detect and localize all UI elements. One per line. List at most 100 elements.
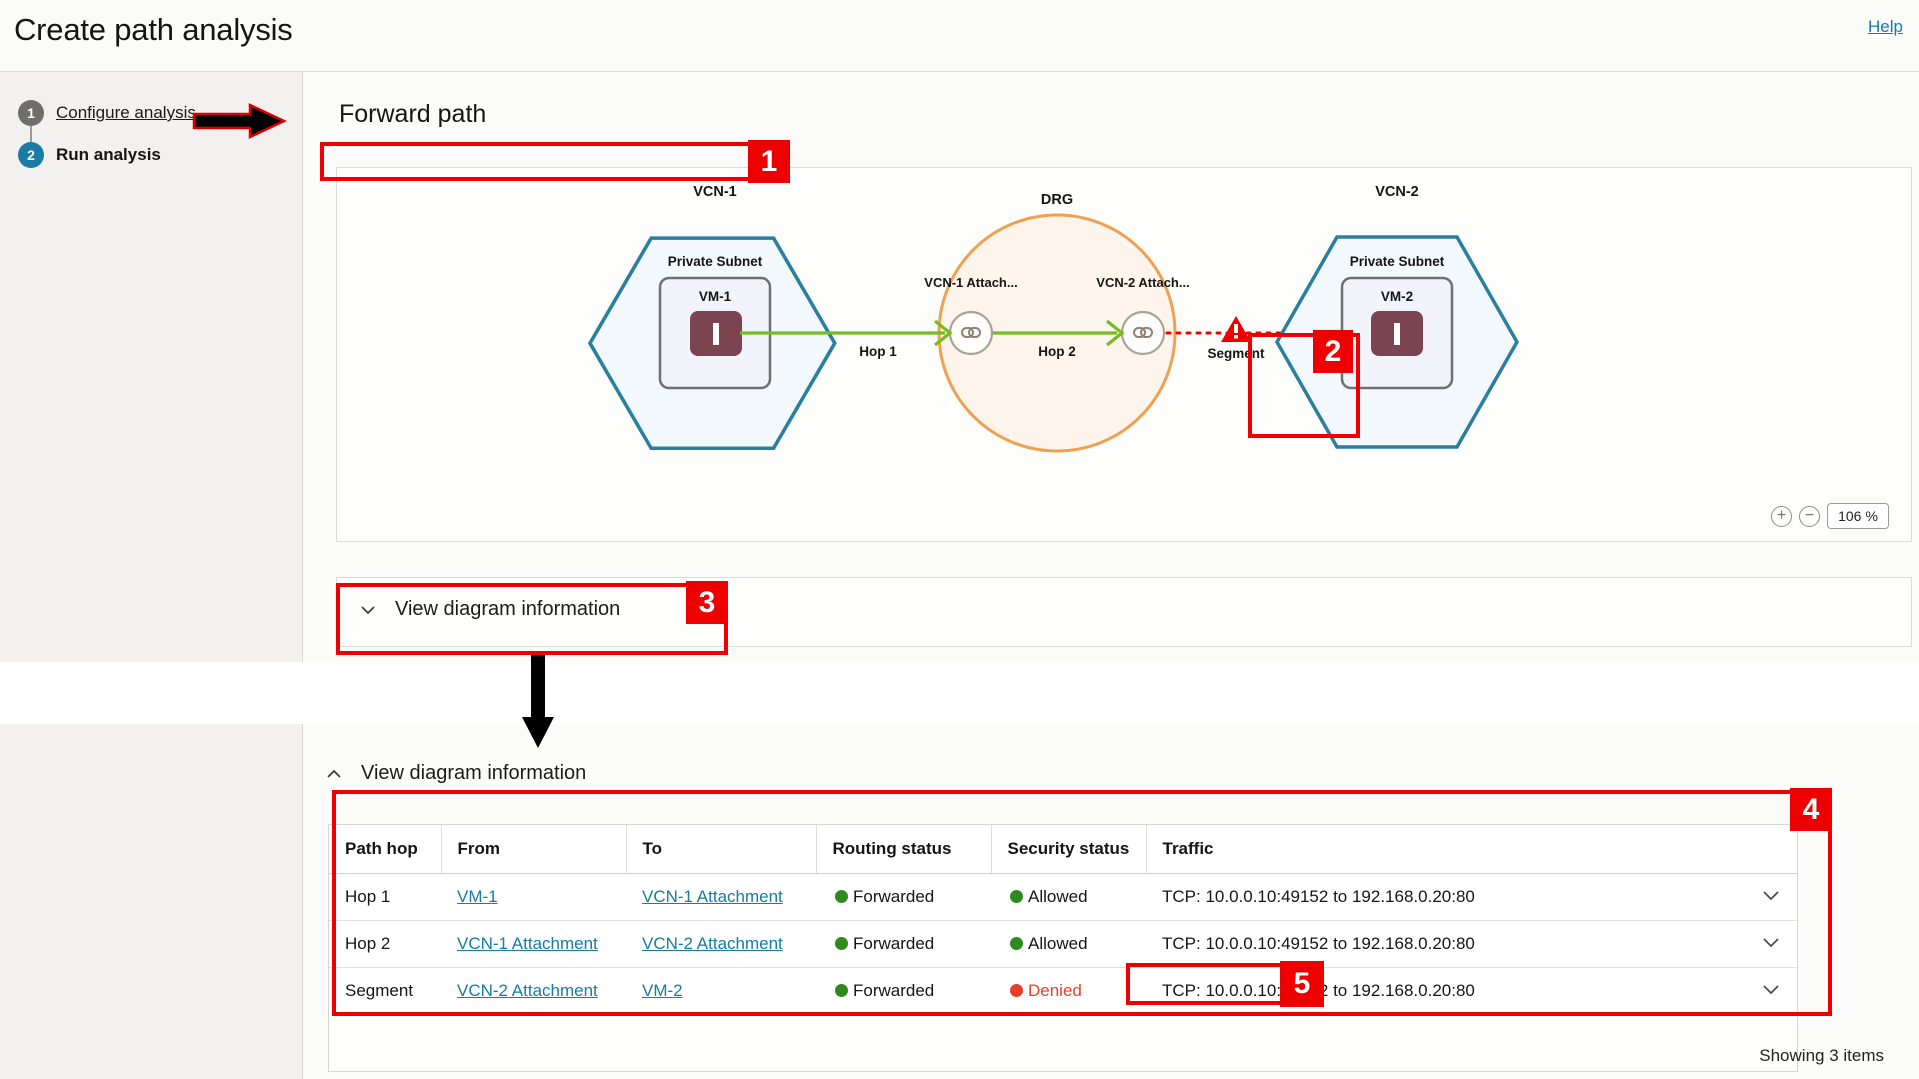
cell-routing-status: Forwarded: [816, 873, 991, 921]
row-expand-chevron-down-icon[interactable]: [1761, 934, 1781, 954]
hop1-arrowhead-icon: [934, 319, 953, 347]
path-hops-table-wrap: Path hop From To Routing status Security…: [328, 824, 1798, 1015]
vm1-instance-glyph: [713, 323, 719, 345]
link-to[interactable]: VCN-1 Attachment: [642, 887, 783, 906]
chevron-up-icon: [325, 765, 343, 783]
view-diagram-information-expanded[interactable]: View diagram information: [325, 762, 586, 785]
diagram-zoom-controls: + − 106 %: [1771, 503, 1889, 529]
page-header: Create path analysis Help: [0, 0, 1919, 72]
column-header-routing-status[interactable]: Routing status: [816, 825, 992, 874]
routing-status-dot-icon: [835, 937, 848, 950]
traffic-text: TCP: 10.0.0.10:49152 to 192.168.0.20:80: [1162, 934, 1475, 953]
routing-status-text: Forwarded: [853, 981, 935, 1000]
cell-from: VCN-1 Attachment: [441, 920, 626, 968]
routing-status-text: Forwarded: [853, 934, 935, 953]
sidebar-step-configure-analysis[interactable]: 1 Configure analysis: [18, 100, 196, 126]
security-status-dot-icon: [1010, 890, 1023, 903]
step-number-badge-2: 2: [18, 142, 44, 168]
page-title: Create path analysis: [14, 12, 293, 47]
column-header-security-status[interactable]: Security status: [991, 825, 1147, 874]
cell-path-hop: Hop 1: [329, 873, 441, 921]
table-header-row: Path hop From To Routing status Security…: [329, 825, 1797, 874]
hop2-arrowhead-icon: [1106, 319, 1125, 347]
cell-routing-status: Forwarded: [816, 967, 991, 1014]
vcn1-subnet-label: Private Subnet: [668, 254, 763, 269]
security-status-text: Denied: [1028, 981, 1082, 1000]
cell-path-hop: Segment: [329, 967, 441, 1014]
vcn1-attachment-link-icon: [961, 327, 981, 338]
table-row: Hop 1 VM-1 VCN-1 Attachment Forwarded Al…: [329, 873, 1797, 921]
fragment-divider: [0, 662, 1919, 724]
security-status-dot-icon: [1010, 984, 1023, 997]
cell-traffic: TCP: 10.0.0.10:49152 to 192.168.0.20:80: [1146, 920, 1797, 968]
segment-warning-bar: [1234, 324, 1238, 333]
wizard-sidebar: 1 Configure analysis 2 Run analysis: [0, 72, 303, 1079]
zoom-percent-symbol: %: [1865, 508, 1878, 524]
column-header-from[interactable]: From: [441, 825, 627, 874]
link-from[interactable]: VCN-1 Attachment: [457, 934, 598, 953]
forward-path-panel: Forward path Status:UnreachableSuccessfu…: [303, 72, 1919, 662]
security-status-dot-icon: [1010, 937, 1023, 950]
traffic-text: TCP: 10.0.0.10:49152 to 192.168.0.20:80: [1162, 981, 1475, 1000]
vcn2-attachment-label: VCN-2 Attach...: [1096, 275, 1189, 290]
zoom-in-button[interactable]: +: [1771, 505, 1792, 527]
step-number-badge-1: 1: [18, 100, 44, 126]
row-expand-chevron-down-icon[interactable]: [1761, 887, 1781, 907]
cell-to: VCN-1 Attachment: [626, 873, 816, 921]
vcn1-attachment-node[interactable]: [948, 310, 994, 356]
vcn2-attachment-link-icon: [1133, 327, 1153, 338]
vcn2-attachment-node[interactable]: [1120, 310, 1166, 356]
vm1-label: VM-1: [699, 289, 732, 304]
security-status-text: Allowed: [1028, 887, 1088, 906]
zoom-level-value: 106: [1838, 508, 1862, 524]
sidebar-step-label-run: Run analysis: [56, 145, 161, 164]
vcn2-label: VCN-2: [1375, 184, 1419, 200]
link-to[interactable]: VM-2: [642, 981, 683, 1000]
vcn2-subnet-label: Private Subnet: [1350, 254, 1445, 269]
zoom-level-field[interactable]: 106 %: [1827, 503, 1889, 529]
security-status-text: Allowed: [1028, 934, 1088, 953]
sidebar-step-label-configure[interactable]: Configure analysis: [56, 103, 196, 122]
routing-status-dot-icon: [835, 984, 848, 997]
cell-security-status: Allowed: [991, 920, 1146, 968]
table-row: Segment VCN-2 Attachment VM-2 Forwarded …: [329, 967, 1797, 1014]
cell-to: VCN-2 Attachment: [626, 920, 816, 968]
zoom-out-button[interactable]: −: [1799, 505, 1820, 527]
cell-path-hop: Hop 2: [329, 920, 441, 968]
link-from[interactable]: VM-1: [457, 887, 498, 906]
cell-traffic: TCP: 10.0.0.10:49152 to 192.168.0.20:80: [1146, 967, 1797, 1014]
path-hops-table: Path hop From To Routing status Security…: [329, 825, 1797, 1014]
link-from[interactable]: VCN-2 Attachment: [457, 981, 598, 1000]
accordion-collapsed-row[interactable]: View diagram information: [359, 598, 620, 621]
table-row: Hop 2 VCN-1 Attachment VCN-2 Attachment …: [329, 920, 1797, 968]
column-header-path-hop[interactable]: Path hop: [329, 825, 442, 874]
segment-label: Segment: [1207, 346, 1265, 361]
segment-warning-dot: [1234, 335, 1238, 339]
accordion-expanded-label: View diagram information: [361, 762, 587, 784]
routing-status-text: Forwarded: [853, 887, 935, 906]
column-header-traffic[interactable]: Traffic: [1146, 825, 1797, 874]
row-expand-chevron-down-icon[interactable]: [1761, 981, 1781, 1001]
vm2-label: VM-2: [1381, 289, 1413, 304]
cell-from: VM-1: [441, 873, 626, 921]
cell-routing-status: Forwarded: [816, 920, 991, 968]
chevron-down-icon: [359, 601, 377, 619]
traffic-text: TCP: 10.0.0.10:49152 to 192.168.0.20:80: [1162, 887, 1475, 906]
help-link[interactable]: Help: [1868, 17, 1903, 36]
path-diagram-canvas[interactable]: VCN-1 Private Subnet VM-1 DRG: [336, 167, 1912, 542]
hop2-label: Hop 2: [1038, 344, 1076, 359]
main-content: Forward path Status:UnreachableSuccessfu…: [0, 72, 1919, 1079]
step-connector: [30, 126, 32, 142]
cell-from: VCN-2 Attachment: [441, 967, 626, 1014]
column-header-to[interactable]: To: [626, 825, 817, 874]
vm2-instance-glyph: [1394, 323, 1400, 345]
cell-security-status: Allowed: [991, 873, 1146, 921]
cell-traffic: TCP: 10.0.0.10:49152 to 192.168.0.20:80: [1146, 873, 1797, 921]
link-to[interactable]: VCN-2 Attachment: [642, 934, 783, 953]
diagram-information-panel: View diagram information Path hop From T…: [303, 724, 1919, 1079]
table-showing-count: Showing 3 items: [1759, 1046, 1884, 1065]
sidebar-step-run-analysis[interactable]: 2 Run analysis: [18, 142, 161, 168]
vcn1-label: VCN-1: [693, 184, 737, 200]
view-diagram-information-collapsed[interactable]: View diagram information: [336, 577, 1912, 647]
